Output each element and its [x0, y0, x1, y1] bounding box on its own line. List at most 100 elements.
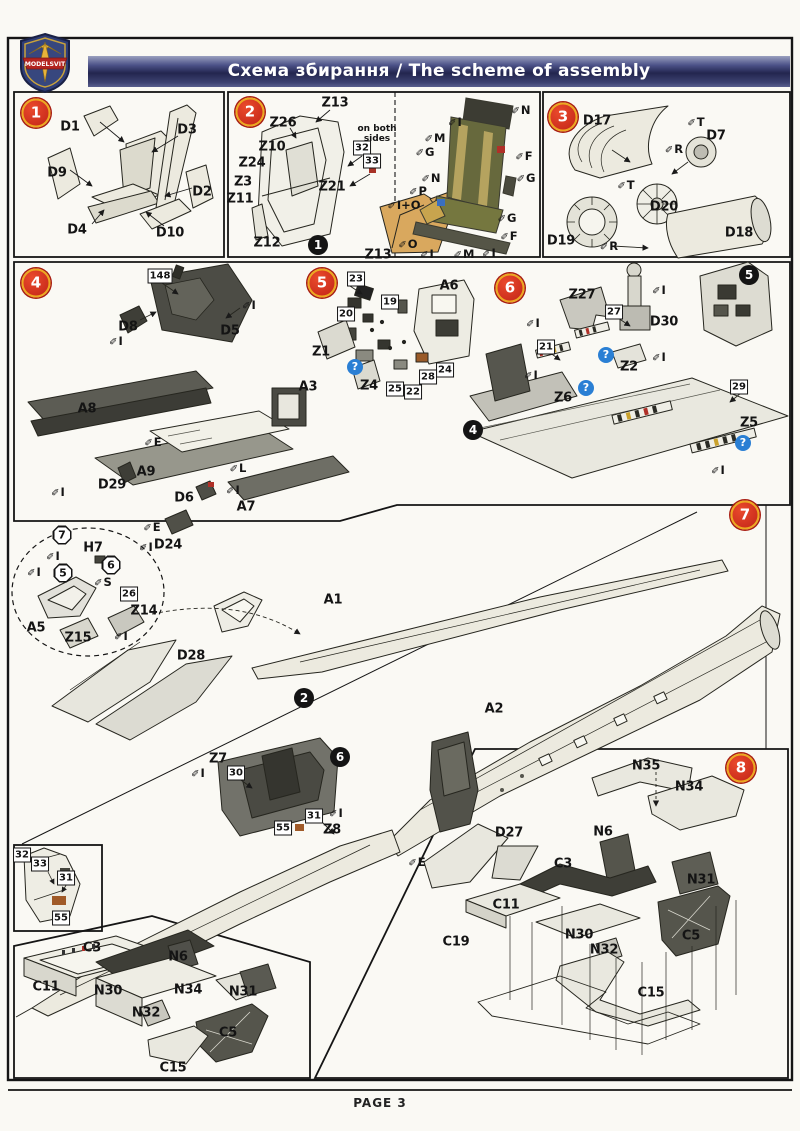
part-label: C5 — [218, 1025, 238, 1041]
part-label: N35 — [631, 758, 661, 774]
step-number-badge: 4 — [21, 268, 51, 298]
paint-callout: ✐R — [600, 239, 618, 253]
paint-callout: ✐I — [652, 283, 666, 297]
part-label: Z15 — [64, 630, 92, 646]
paint-brush-icon: ✐ — [482, 249, 491, 260]
callout-number-box: 31 — [57, 870, 75, 886]
paint-color-letter: I — [491, 246, 496, 260]
paint-color-letter: I — [200, 766, 205, 780]
part-label: N30 — [564, 927, 594, 943]
callout-number-box: 22 — [404, 384, 422, 400]
paint-color-letter: I — [661, 283, 666, 297]
panel-borders — [11, 91, 791, 1079]
part-label: Z14 — [130, 603, 158, 619]
paint-color-letter: T — [696, 115, 705, 129]
paint-color-letter: P — [418, 184, 427, 198]
logo-text: MODELSVIT — [25, 61, 66, 68]
part-label: A8 — [77, 401, 97, 417]
callout-number-box: 29 — [730, 379, 748, 395]
paint-brush-icon: ✐ — [51, 488, 60, 499]
paint-brush-icon: ✐ — [652, 353, 661, 364]
paint-callout: ✐G — [498, 211, 517, 225]
step-number-badge: 6 — [495, 273, 525, 303]
paint-callout: ✐G — [517, 171, 536, 185]
part-label: Z5 — [739, 415, 759, 431]
part-label: D20 — [649, 199, 679, 215]
paint-brush-icon: ✐ — [415, 148, 424, 159]
part-label: Z13 — [321, 95, 349, 111]
paint-color-letter: T — [626, 178, 635, 192]
paint-color-letter: I — [533, 368, 538, 382]
paint-color-letter: I — [60, 485, 65, 499]
step-number-badge: 7 — [730, 500, 760, 530]
paint-color-letter: F — [509, 229, 518, 243]
paint-brush-icon: ✐ — [46, 552, 55, 563]
part-label: C19 — [442, 934, 470, 950]
callout-number-box: 19 — [381, 294, 399, 310]
paint-callout: ✐I — [420, 247, 434, 261]
paint-callout: ✐N — [421, 171, 440, 185]
step-reference-badge: 5 — [739, 265, 759, 285]
paint-callout: ✐E — [144, 435, 161, 449]
paint-brush-icon: ✐ — [652, 286, 661, 297]
paint-callout: ✐I+O — [387, 198, 420, 212]
paint-callout: ✐I — [711, 463, 725, 477]
part-label: D1 — [60, 119, 80, 135]
part-label: A2 — [484, 701, 504, 717]
paint-brush-icon: ✐ — [420, 250, 429, 261]
part-label: Z2 — [619, 359, 639, 375]
paint-callout: ✐I — [242, 298, 256, 312]
callout-number-box: 32 — [13, 847, 31, 863]
paint-callout: ✐M — [425, 131, 446, 145]
paint-callout: ✐T — [687, 115, 704, 129]
paint-brush-icon: ✐ — [511, 106, 520, 117]
part-label: D9 — [47, 165, 67, 181]
paint-brush-icon: ✐ — [144, 438, 153, 449]
part-label: Z4 — [359, 378, 379, 394]
callout-number-box: 55 — [52, 910, 70, 926]
part-label: C11 — [492, 897, 520, 913]
part-label: D17 — [582, 113, 612, 129]
part-label: D5 — [220, 323, 240, 339]
part-label: N32 — [131, 1005, 161, 1021]
callout-number-box: 148 — [147, 268, 173, 284]
paint-brush-icon: ✐ — [664, 145, 674, 156]
step-reference-badge: 2 — [294, 688, 314, 708]
part-label: N6 — [593, 824, 613, 840]
subassembly-number: 7 — [54, 527, 70, 543]
part-label: Z13 — [364, 247, 392, 263]
part-label: D2 — [192, 184, 212, 200]
paint-brush-icon: ✐ — [139, 543, 148, 554]
paint-brush-icon: ✐ — [497, 214, 506, 225]
part-label: Z24 — [238, 155, 266, 171]
subassembly-number: 6 — [103, 557, 119, 573]
part-label: N31 — [686, 872, 716, 888]
paint-callout: ✐I — [524, 368, 538, 382]
part-label: Z7 — [208, 751, 228, 767]
part-label: D10 — [155, 225, 185, 241]
paint-callout: ✐I — [46, 549, 60, 563]
paint-callout: ✐I — [526, 316, 540, 330]
paint-color-letter: I — [720, 463, 725, 477]
paint-callout: ✐M — [454, 247, 475, 261]
paint-brush-icon: ✐ — [191, 769, 200, 780]
paint-brush-icon: ✐ — [424, 134, 433, 145]
paint-color-letter: N — [520, 103, 531, 117]
part-label: Z27 — [568, 287, 596, 303]
step-number-badge: 8 — [726, 753, 756, 783]
part-label: Z1 — [311, 344, 331, 360]
step-number-badge: 5 — [307, 268, 337, 298]
paint-callout: ✐O — [398, 237, 417, 251]
paint-color-letter: M — [462, 247, 475, 261]
paint-color-letter: M — [433, 131, 446, 145]
decal-question-marker: ? — [347, 359, 363, 375]
part-label: Z6 — [553, 390, 573, 406]
part-label: Z12 — [253, 235, 281, 251]
part-label: N34 — [173, 982, 203, 998]
callout-number-box: 27 — [605, 304, 623, 320]
part-label: C15 — [159, 1060, 187, 1076]
paint-color-letter: E — [153, 435, 162, 449]
paint-color-letter: G — [525, 171, 536, 185]
part-label: A9 — [136, 464, 156, 480]
step-number-badge: 2 — [235, 97, 265, 127]
